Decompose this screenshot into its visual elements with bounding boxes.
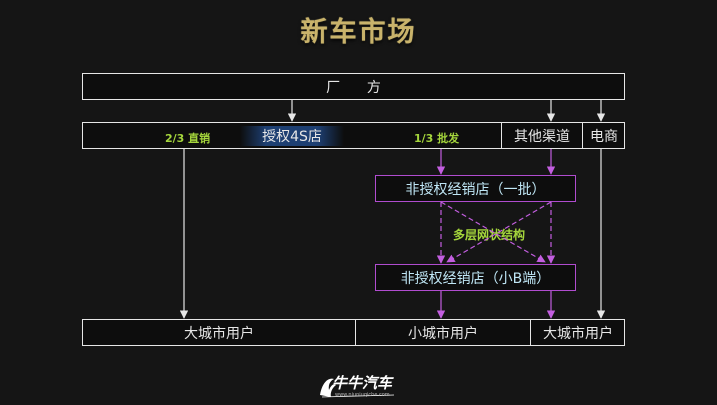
small-city-user-label: 小城市用户	[408, 325, 478, 342]
wholesale-label: 1/3 批发	[414, 132, 460, 145]
manufacturer-label: 厂 方	[326, 79, 381, 96]
big-city-user-cell-right: 大城市用户	[531, 320, 625, 345]
users-row: 大城市用户 小城市用户 大城市用户	[82, 319, 625, 346]
authorized-dealer-cell: 授权4S店	[83, 123, 501, 148]
other-channel-label: 其他渠道	[514, 128, 570, 145]
big-city-user-cell-left: 大城市用户	[83, 320, 355, 345]
first-tier-dealer-box: 非授权经销店（一批）	[375, 175, 576, 202]
channel-divider	[501, 123, 502, 148]
logo-text: 牛牛汽车	[332, 374, 393, 392]
logo-url: www.niuniuqiche.com	[335, 392, 390, 398]
other-channel-cell: 其他渠道	[502, 123, 582, 148]
small-city-user-cell: 小城市用户	[356, 320, 530, 345]
mesh-line-cross-a	[440, 201, 546, 263]
user-divider	[530, 320, 531, 345]
manufacturer-box: 厂 方	[82, 73, 625, 100]
authorized-dealer-label: 授权4S店	[240, 125, 344, 146]
direct-sales-label: 2/3 直销	[165, 132, 211, 145]
big-city-user-label-left: 大城市用户	[184, 325, 254, 342]
ecommerce-cell: 电商	[583, 123, 625, 148]
mesh-line-cross-b	[446, 201, 552, 263]
ecommerce-label: 电商	[590, 128, 618, 145]
first-tier-dealer-label: 非授权经销店（一批）	[405, 181, 546, 198]
niuniu-logo-icon	[320, 378, 395, 398]
big-city-user-label-right: 大城市用户	[543, 325, 613, 342]
user-divider	[355, 320, 356, 345]
channels-row: 授权4S店 其他渠道 电商	[82, 122, 625, 149]
page-title: 新车市场	[300, 17, 417, 48]
small-b-dealer-box: 非授权经销店（小B端）	[375, 264, 576, 291]
mesh-structure-label: 多层网状结构	[453, 228, 526, 242]
channel-divider	[582, 123, 583, 148]
small-b-dealer-label: 非授权经销店（小B端）	[400, 270, 551, 287]
